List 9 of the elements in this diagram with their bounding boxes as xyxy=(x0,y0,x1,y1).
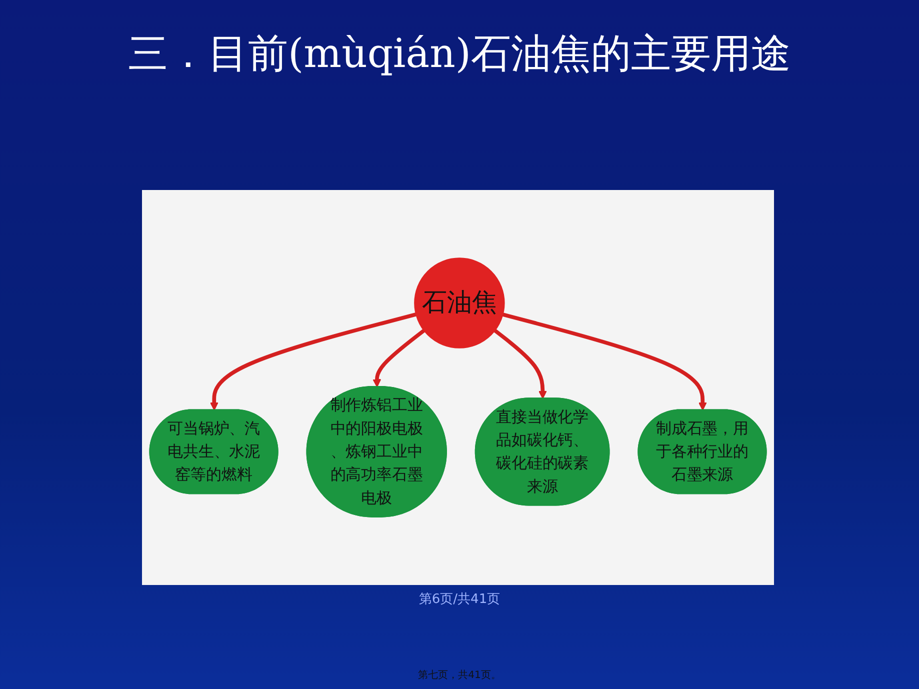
arrow xyxy=(494,329,547,399)
diagram-panel: 石油焦 可当锅炉、汽电共生、水泥窑等的燃料 制作炼铝工业中的阳极电极、炼钢工业中的高功率石墨电极 直接当做化学品如碳化钙、碳化硅的碳素来源 制成石墨，用于各种行业的石墨来源 xyxy=(142,190,774,585)
arrow xyxy=(210,312,416,411)
page-number: 第6页/共41页 xyxy=(418,591,502,608)
arrow xyxy=(502,312,707,411)
footer-note: 第七页，共41页。 xyxy=(417,668,502,682)
slide-title: 三．目前(mùqián)石油焦的主要用途 xyxy=(127,30,792,79)
arrow xyxy=(372,329,426,388)
node-circle xyxy=(414,258,505,348)
